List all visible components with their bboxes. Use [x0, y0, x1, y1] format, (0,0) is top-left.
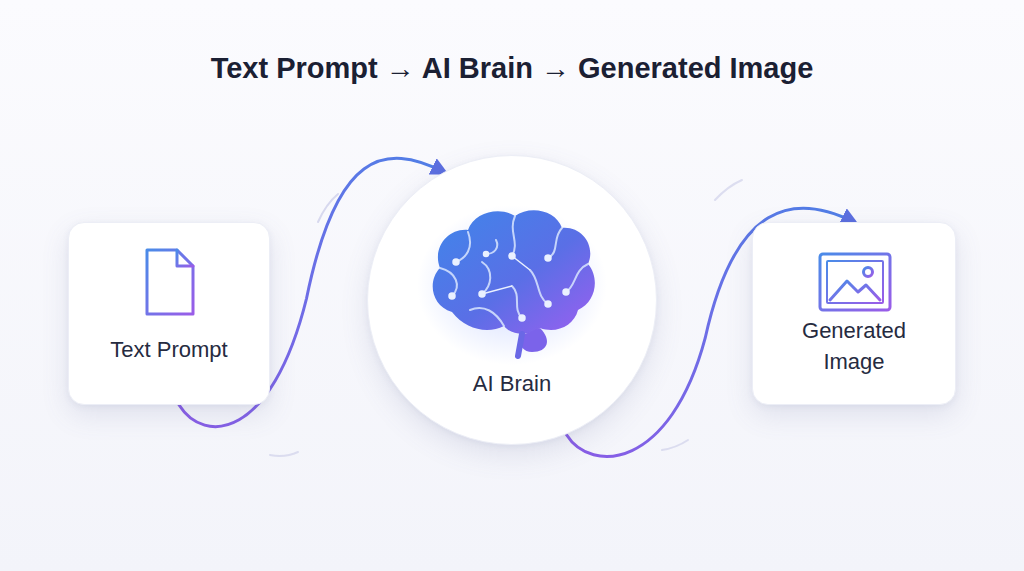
node-label: Generated Image	[779, 316, 929, 378]
node-label: AI Brain	[473, 369, 551, 400]
brain-illustration	[417, 205, 607, 365]
node-label: Text Prompt	[110, 335, 227, 366]
output-box: Generated Image	[752, 222, 956, 405]
diagram-title: Text Prompt → AI Brain → Generated Image	[0, 52, 1024, 85]
document-icon	[147, 250, 193, 314]
image-icon	[820, 254, 890, 310]
